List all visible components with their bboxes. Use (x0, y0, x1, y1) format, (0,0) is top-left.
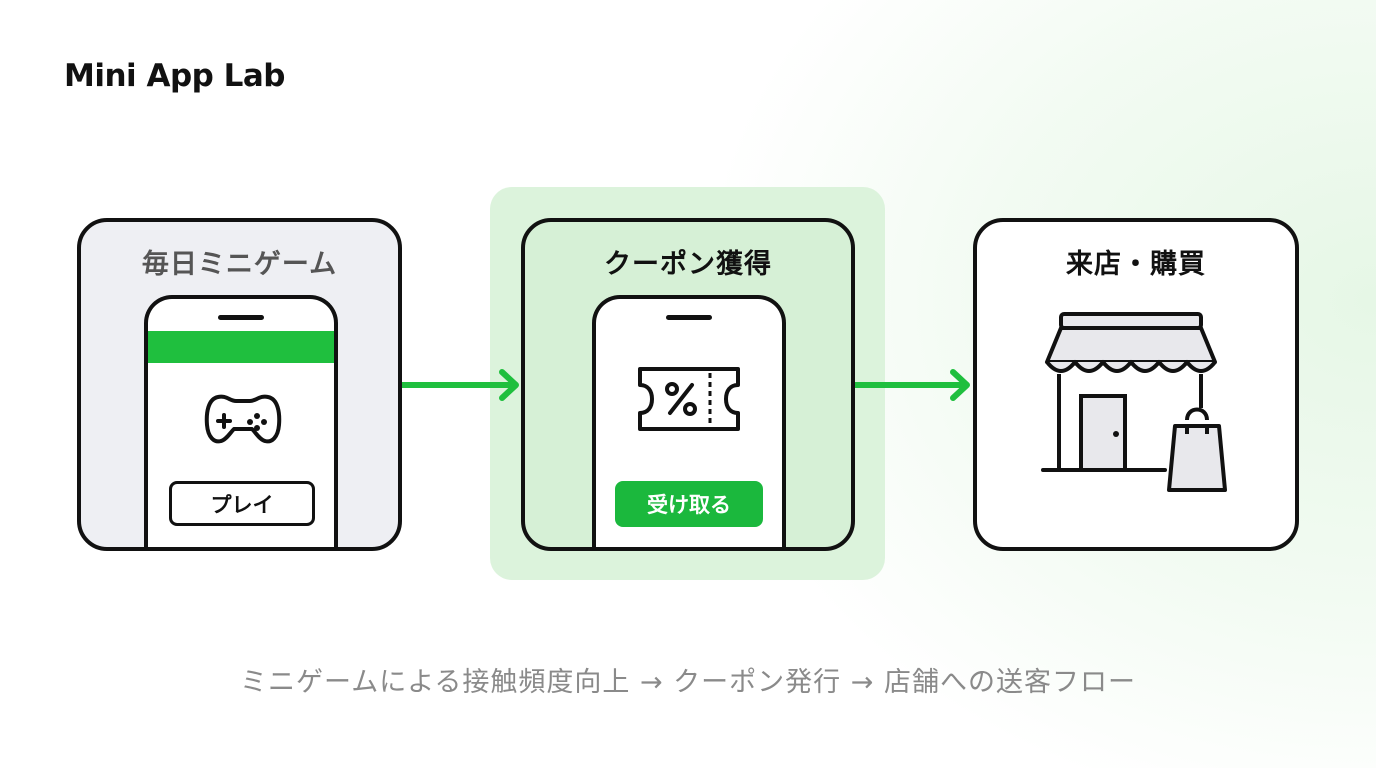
step-card-coupon: クーポン獲得 受け取る (521, 218, 855, 551)
arrow-right-icon (402, 369, 519, 401)
step-title-coupon: クーポン獲得 (604, 249, 772, 280)
receive-coupon-button[interactable]: 受け取る (615, 481, 763, 527)
arrow-right-icon (855, 369, 970, 401)
step-card-store: 来店・購買 (973, 218, 1299, 551)
flow-caption: ミニゲームによる接触頻度向上 → クーポン発行 → 店舗への送客フロー (240, 667, 1136, 698)
brand-logo: Mini App Lab (64, 58, 286, 94)
play-button[interactable]: プレイ (169, 481, 315, 526)
step-card-minigame: 毎日ミニゲーム プレイ (77, 218, 402, 551)
step-title-store: 来店・購買 (1066, 249, 1206, 280)
coupon-ticket-icon (638, 367, 740, 431)
green-banner (148, 331, 334, 363)
step-title-minigame: 毎日ミニゲーム (141, 249, 338, 280)
gamepad-icon (204, 394, 282, 444)
phone-speaker (218, 315, 264, 320)
phone-mockup: プレイ (144, 295, 338, 547)
phone-mockup: 受け取る (592, 295, 786, 547)
phone-speaker (666, 315, 712, 320)
storefront-icon (1041, 312, 1227, 492)
